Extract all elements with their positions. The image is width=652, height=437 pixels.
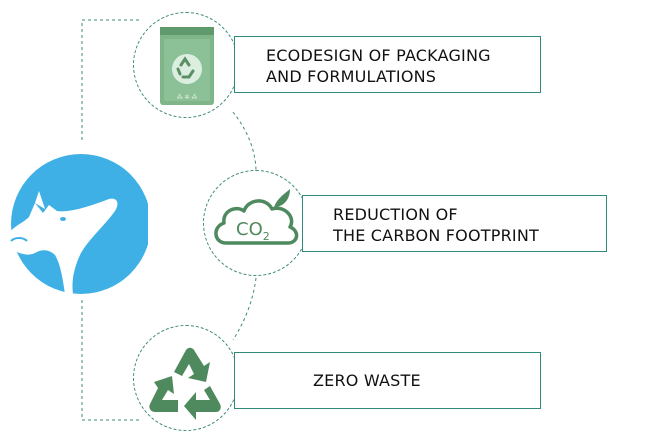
label-line: ECODESIGN OF PACKAGING bbox=[266, 46, 491, 65]
connector-top bbox=[81, 19, 140, 140]
brand-logo-icon bbox=[7, 154, 148, 294]
label-zero-waste: ZERO WASTE bbox=[234, 352, 541, 409]
connector-middle-bottom bbox=[232, 277, 257, 341]
label-line: AND FORMULATIONS bbox=[266, 67, 437, 86]
co2-text: CO2 bbox=[236, 219, 270, 243]
zero-waste-node bbox=[133, 325, 239, 431]
label-line: ZERO WASTE bbox=[313, 371, 421, 390]
label-line: REDUCTION OF bbox=[333, 205, 458, 224]
recycle-arrows-icon bbox=[149, 347, 221, 420]
svg-text:⁂ ✲ ⁂: ⁂ ✲ ⁂ bbox=[177, 94, 198, 101]
package-node: ⁂ ✲ ⁂ bbox=[133, 12, 239, 118]
co2-cloud-icon: CO2 bbox=[214, 189, 299, 245]
co2-node: CO2 bbox=[203, 170, 309, 276]
recyclable-package-icon: ⁂ ✲ ⁂ bbox=[160, 27, 214, 105]
connector-bottom bbox=[81, 300, 140, 421]
label-ecodesign: ECODESIGN OF PACKAGING AND FORMULATIONS bbox=[234, 36, 541, 93]
label-line: THE CARBON FOOTPRINT bbox=[333, 226, 539, 245]
label-carbon-footprint: REDUCTION OF THE CARBON FOOTPRINT bbox=[302, 195, 607, 252]
connector-top-middle bbox=[232, 111, 257, 171]
